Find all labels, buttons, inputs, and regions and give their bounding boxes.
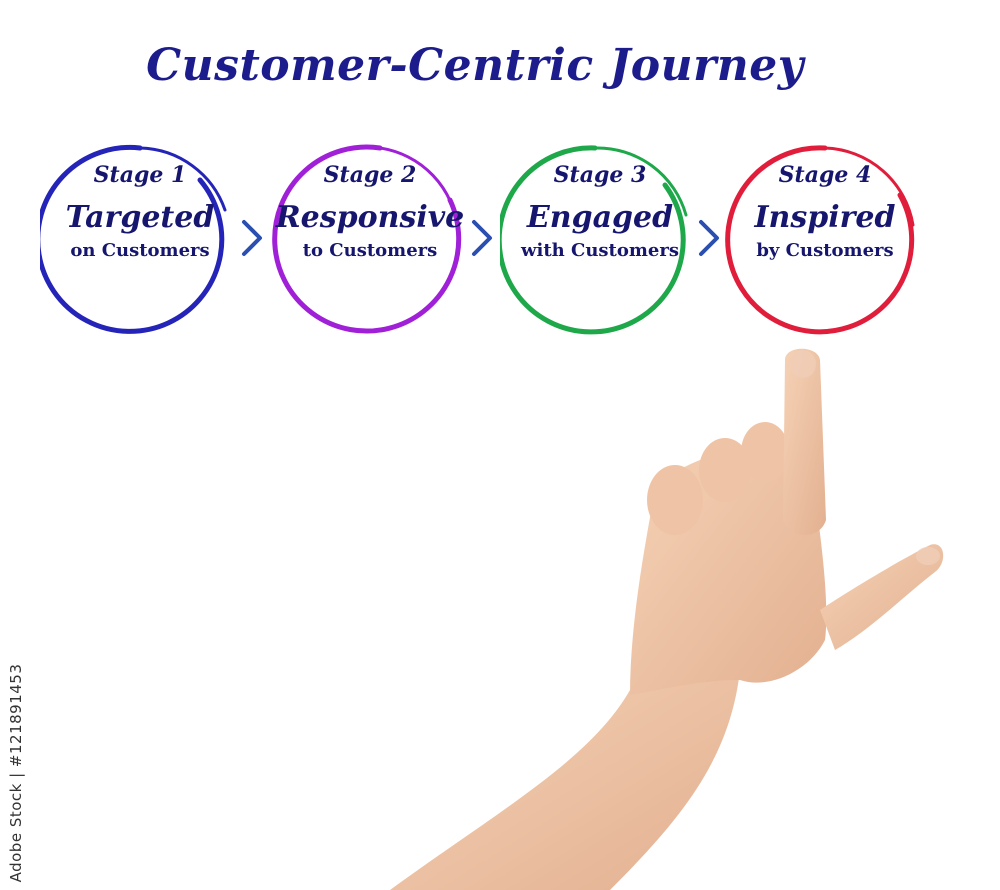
stage-1-circle: Stage 1 Targeted on Customers <box>40 140 240 340</box>
stage-4-ring <box>725 145 915 335</box>
stage-3-circle: Stage 3 Engaged with Customers <box>500 140 700 340</box>
stage-1-title: Targeted <box>65 200 215 235</box>
stage-2-subtitle: to Customers <box>302 240 438 261</box>
stage-4-subtitle: by Customers <box>756 240 894 261</box>
watermark-text: Adobe Stock | #121891453 <box>7 663 25 883</box>
stage-2-ring <box>272 144 462 334</box>
stage-1-ring <box>40 144 227 334</box>
stage-3-number: Stage 3 <box>553 162 647 188</box>
stage-4-number: Stage 4 <box>778 162 872 188</box>
stage-3-ring <box>500 145 688 335</box>
stage-1-subtitle: on Customers <box>70 240 210 261</box>
stage-3-subtitle: with Customers <box>521 240 679 261</box>
stage-1-number: Stage 1 <box>93 162 187 188</box>
stage-4-title: Inspired <box>754 200 896 235</box>
stage-2-number: Stage 2 <box>323 162 417 188</box>
chevron-right-icon <box>242 220 262 256</box>
stage-4-circle: Stage 4 Inspired by Customers <box>725 140 925 340</box>
chevron-right-icon <box>472 220 492 256</box>
chevron-right-icon <box>699 220 719 256</box>
stage-2-circle: Stage 2 Responsive to Customers <box>270 140 470 340</box>
diagram-title: Customer-Centric Journey <box>146 40 804 91</box>
stock-watermark: Adobe Stock | #121891453 <box>4 658 28 888</box>
stage-3-title: Engaged <box>526 200 674 235</box>
stage-2-title: Responsive <box>275 200 465 235</box>
pointing-hand-icon <box>390 348 944 890</box>
